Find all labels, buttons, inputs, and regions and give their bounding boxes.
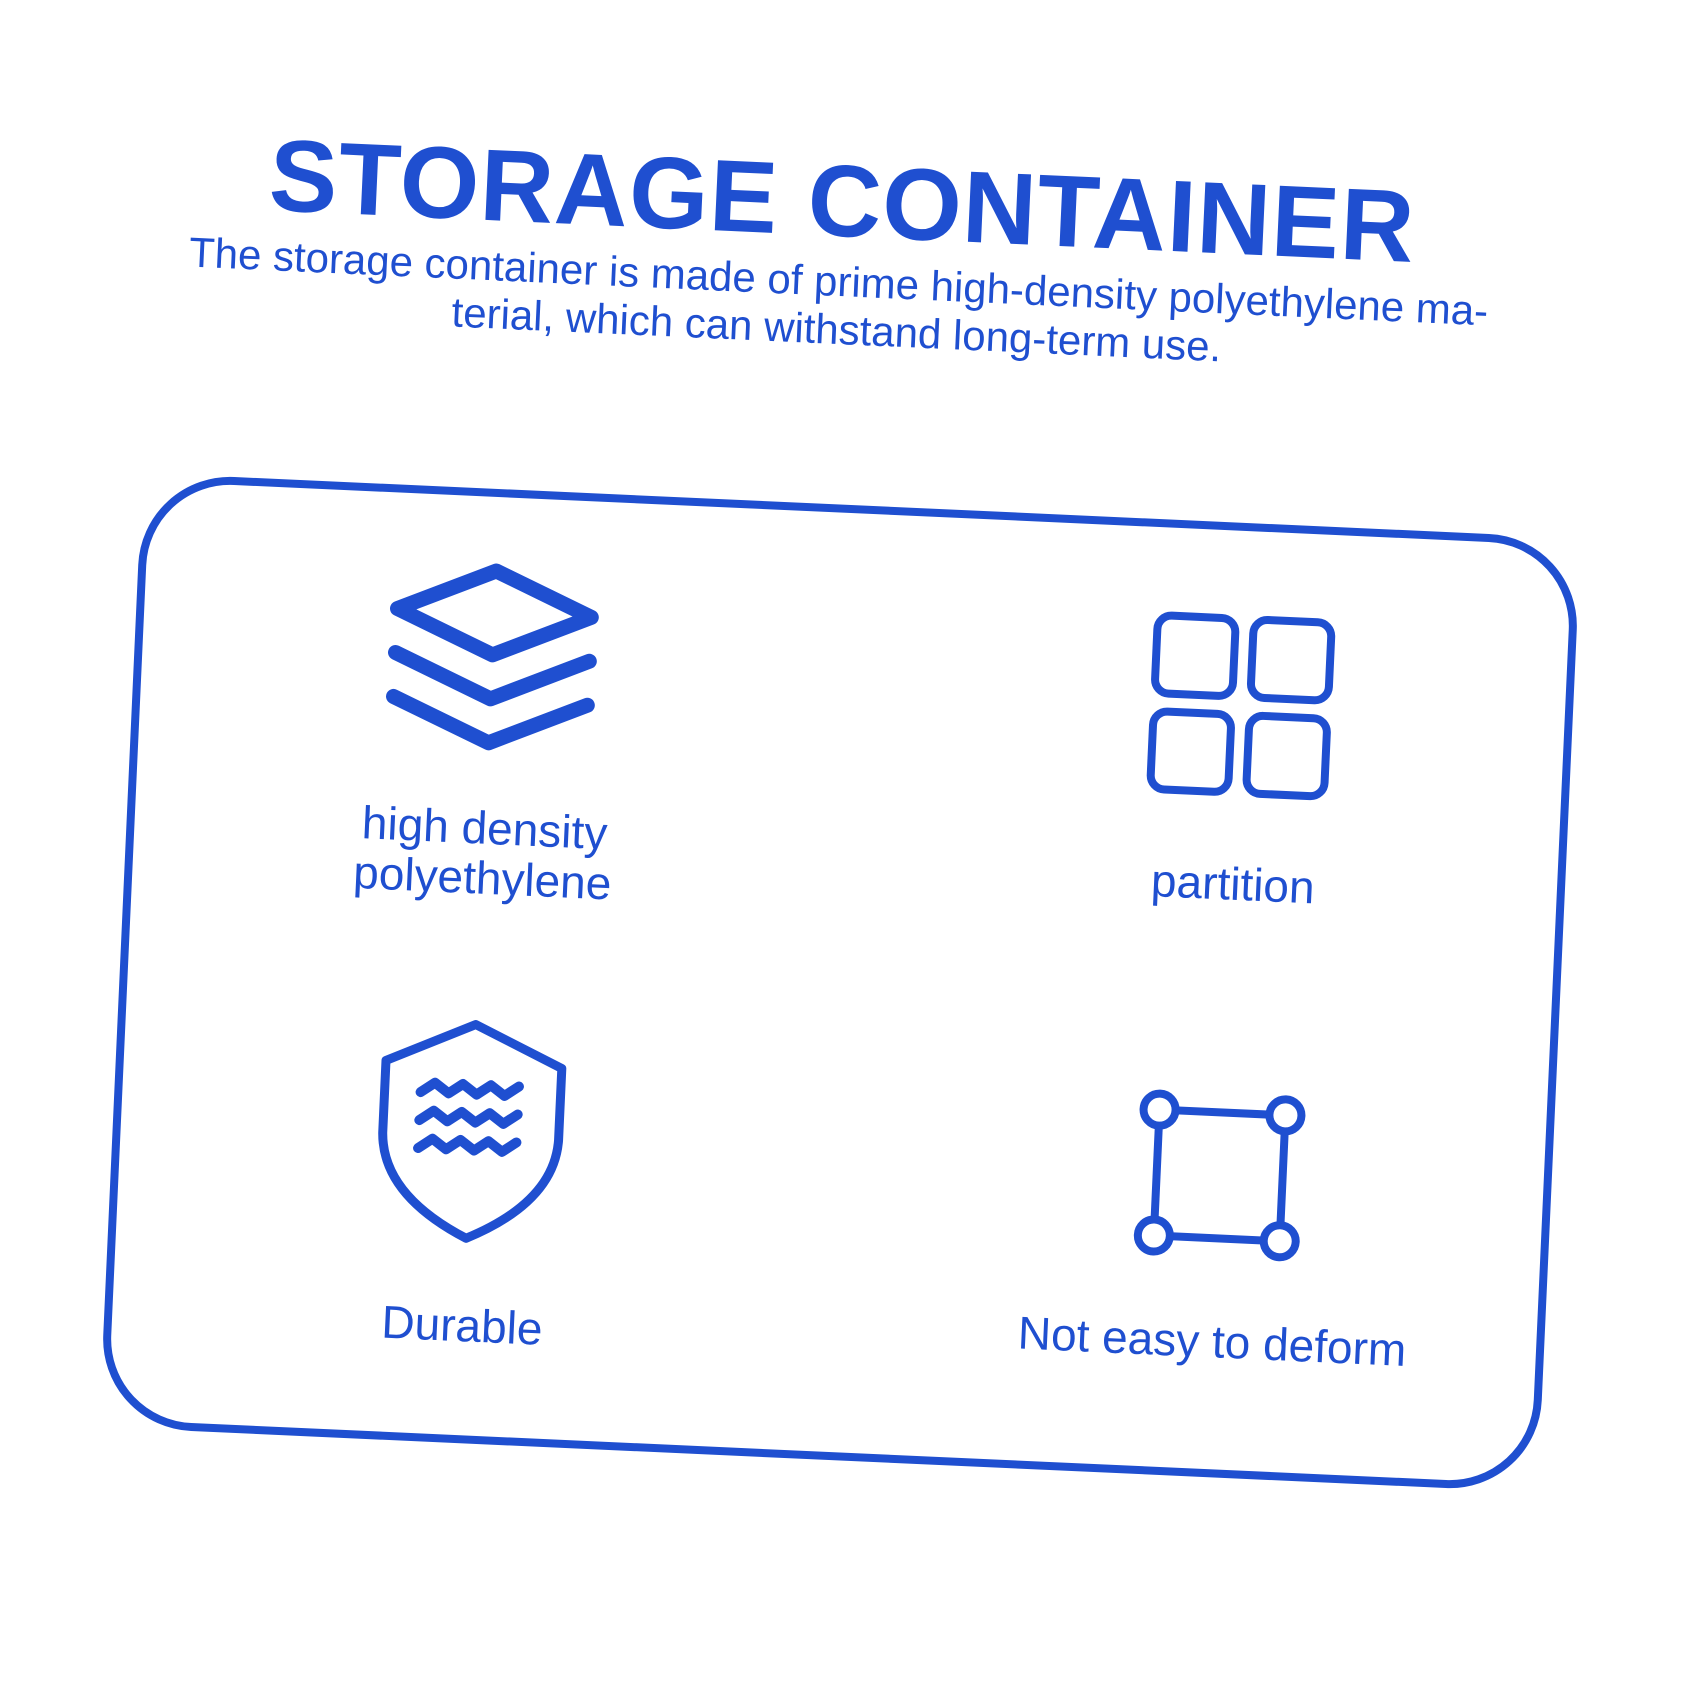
feature-partition: partition: [1062, 603, 1415, 916]
feature-label: Not easy to deform: [1016, 1306, 1408, 1377]
feature-durable: Durable: [291, 1009, 646, 1358]
features-card: high density polyethylene partition: [99, 472, 1581, 1493]
grid-icon: [1146, 611, 1336, 801]
feature-not-easy-to-deform: Not easy to deform: [951, 1079, 1483, 1378]
square-nodes-icon: [1133, 1089, 1306, 1262]
layers-icon: [386, 563, 599, 751]
feature-label: partition: [1149, 854, 1316, 914]
header: STORAGE CONTAINER The storage container …: [116, 117, 1564, 386]
shield-waves-icon: [378, 1020, 567, 1243]
feature-high-density: high density polyethylene: [311, 549, 666, 910]
feature-label: Durable: [380, 1295, 544, 1355]
